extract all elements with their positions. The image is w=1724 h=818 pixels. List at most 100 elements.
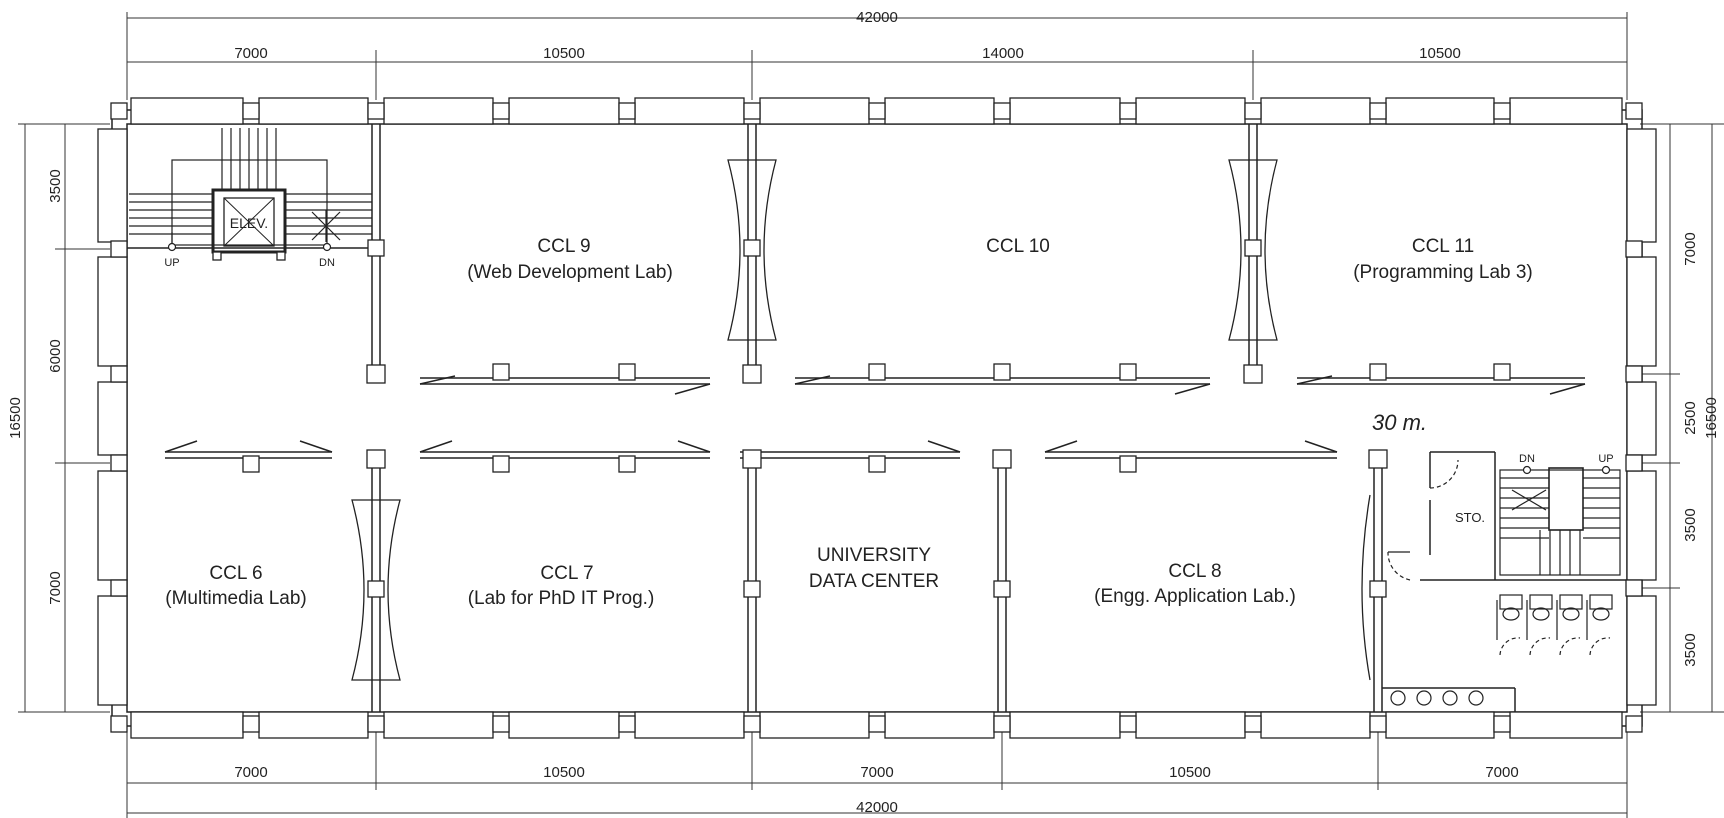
room-labels: CCL 9 (Web Development Lab) CCL 10 CCL 1… xyxy=(165,236,1533,609)
window xyxy=(1509,711,1623,739)
column xyxy=(868,455,886,473)
left-stair-up-label: UP xyxy=(164,257,179,269)
storage-label: STO. xyxy=(1455,510,1485,525)
dim-right-seg-4: 3500 xyxy=(1682,633,1699,666)
column xyxy=(1368,449,1388,469)
dim-left-seg-2: 6000 xyxy=(47,339,64,372)
column xyxy=(1369,715,1387,733)
dimension-lines xyxy=(18,12,1724,818)
column xyxy=(1625,102,1643,120)
dimension-labels: 42000 7000 10500 14000 10500 7000 10500 … xyxy=(7,9,1720,816)
window xyxy=(258,711,369,739)
column xyxy=(1369,580,1387,598)
column xyxy=(1493,715,1511,733)
dim-right-total: 16500 xyxy=(1703,397,1720,439)
window xyxy=(759,711,870,739)
room-ccl9-sub: (Web Development Lab) xyxy=(467,262,673,283)
dim-top-seg-1: 7000 xyxy=(234,45,267,62)
window xyxy=(1626,470,1657,581)
toilet xyxy=(1592,607,1610,621)
dim-right-seg-2: 2500 xyxy=(1682,401,1699,434)
column xyxy=(367,102,385,120)
right-stair xyxy=(1499,465,1621,576)
room-ccl10-name: CCL 10 xyxy=(986,236,1050,257)
toilet-door xyxy=(1499,637,1521,656)
column xyxy=(868,363,886,381)
column xyxy=(1625,454,1643,472)
elevator xyxy=(211,188,287,261)
column xyxy=(492,715,510,733)
right-stair-up-label: UP xyxy=(1598,453,1613,465)
column xyxy=(110,365,128,383)
window xyxy=(97,128,128,243)
column xyxy=(743,102,761,120)
window xyxy=(97,256,128,367)
column xyxy=(366,364,386,384)
column xyxy=(492,455,510,473)
dim-left-seg-3: 7000 xyxy=(47,571,64,604)
toilet xyxy=(1502,607,1520,621)
room-ccl6-name: CCL 6 xyxy=(209,563,262,584)
lavatory xyxy=(1442,690,1458,706)
dim-left-total: 16500 xyxy=(7,397,24,439)
dim-bottom-total: 42000 xyxy=(856,799,898,816)
toilet xyxy=(1589,594,1613,610)
column xyxy=(742,364,762,384)
room-ccl6-sub: (Multimedia Lab) xyxy=(165,588,307,609)
window xyxy=(884,97,995,125)
column xyxy=(492,102,510,120)
dim-top-seg-3: 14000 xyxy=(982,45,1024,62)
lavatory xyxy=(1416,690,1432,706)
column xyxy=(1119,102,1137,120)
column xyxy=(992,449,1012,469)
dim-top-seg-4: 10500 xyxy=(1419,45,1461,62)
column xyxy=(1369,102,1387,120)
column xyxy=(1369,363,1387,381)
room-ccl9-name: CCL 9 xyxy=(537,236,590,257)
column xyxy=(492,363,510,381)
toilet-door xyxy=(1589,637,1611,656)
toilet xyxy=(1532,607,1550,621)
column xyxy=(1119,363,1137,381)
dim-bottom-seg-5: 7000 xyxy=(1485,764,1518,781)
column xyxy=(1244,102,1262,120)
toilet xyxy=(1529,594,1553,610)
column xyxy=(110,579,128,597)
dim-bottom-seg-1: 7000 xyxy=(234,764,267,781)
column xyxy=(1625,579,1643,597)
column xyxy=(1244,715,1262,733)
dim-top-total: 42000 xyxy=(856,9,898,26)
window xyxy=(258,97,369,125)
window xyxy=(1626,256,1657,367)
column xyxy=(1625,240,1643,258)
window xyxy=(634,711,745,739)
dim-left-seg-1: 3500 xyxy=(47,169,64,202)
column xyxy=(367,239,385,257)
column xyxy=(868,715,886,733)
column xyxy=(1244,239,1262,257)
column xyxy=(993,580,1011,598)
column xyxy=(242,102,260,120)
left-stair xyxy=(129,128,372,252)
toilet xyxy=(1562,607,1580,621)
elevator-label: ELEV. xyxy=(230,215,268,231)
room-ccl8-name: CCL 8 xyxy=(1168,561,1221,582)
window xyxy=(1260,97,1371,125)
window xyxy=(383,97,494,125)
window xyxy=(508,97,620,125)
dim-bottom-seg-4: 10500 xyxy=(1169,764,1211,781)
column xyxy=(743,239,761,257)
window xyxy=(1385,711,1495,739)
toilet xyxy=(1559,594,1583,610)
lavatory xyxy=(1390,690,1406,706)
window xyxy=(634,97,745,125)
store-room xyxy=(1387,459,1459,581)
column xyxy=(618,455,636,473)
column xyxy=(366,449,386,469)
column xyxy=(110,240,128,258)
column xyxy=(1625,715,1643,733)
column xyxy=(742,449,762,469)
column xyxy=(993,715,1011,733)
window xyxy=(884,711,995,739)
